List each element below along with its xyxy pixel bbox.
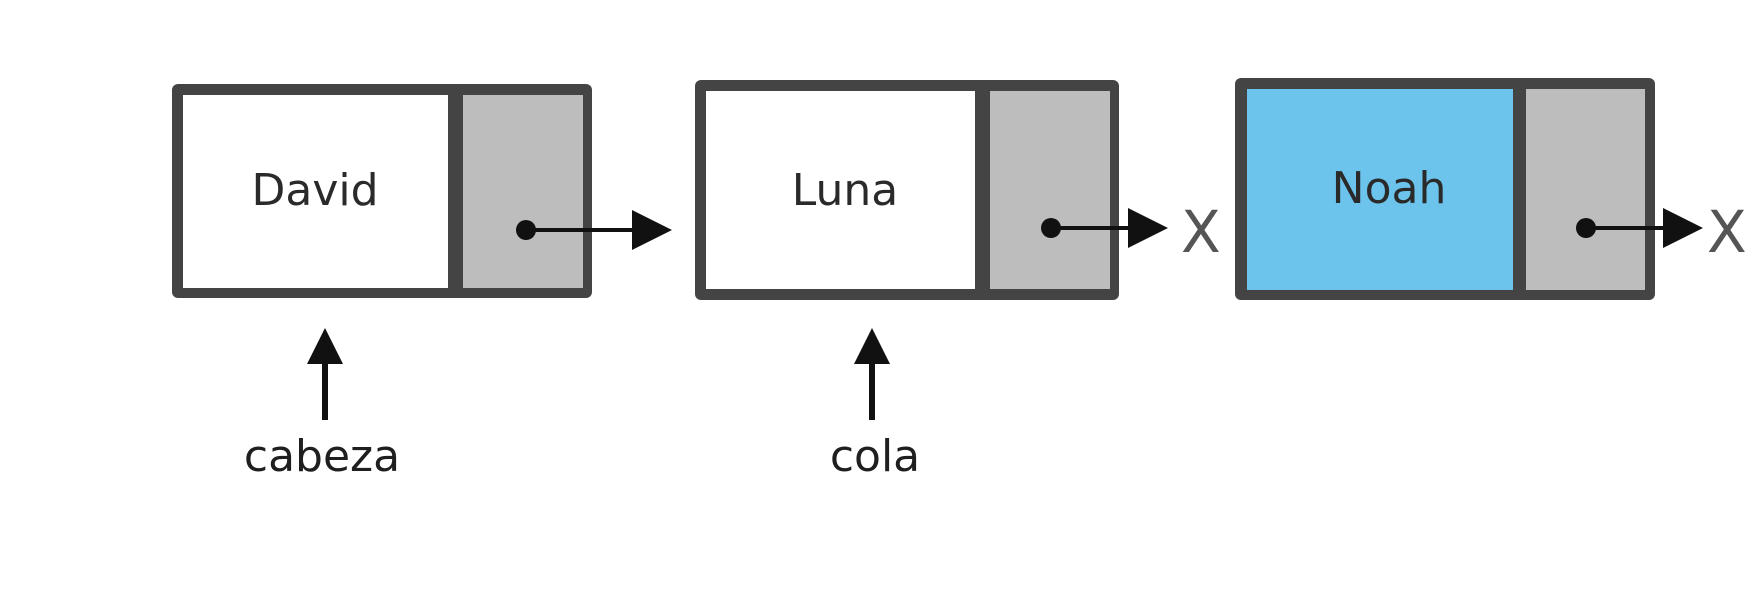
tail-pointer-label: cola xyxy=(830,431,920,482)
node-value: Luna xyxy=(792,165,898,216)
node-value: David xyxy=(251,165,378,216)
list-node-noah: Noah X xyxy=(1235,78,1747,300)
null-marker: X xyxy=(1707,198,1747,266)
head-pointer-label: cabeza xyxy=(244,431,400,482)
list-node-david: David xyxy=(172,84,672,298)
node-next-cell xyxy=(1526,89,1645,290)
null-marker: X xyxy=(1181,198,1221,266)
node-data-cell xyxy=(183,95,448,288)
node-data-cell xyxy=(706,91,975,289)
node-value: Noah xyxy=(1332,163,1447,214)
list-node-luna: Luna X xyxy=(695,80,1221,300)
node-next-cell xyxy=(463,95,583,288)
node-data-cell-highlighted xyxy=(1247,89,1513,290)
tail-pointer: cola xyxy=(830,328,920,482)
head-pointer: cabeza xyxy=(244,328,400,482)
node-next-cell xyxy=(990,91,1110,289)
